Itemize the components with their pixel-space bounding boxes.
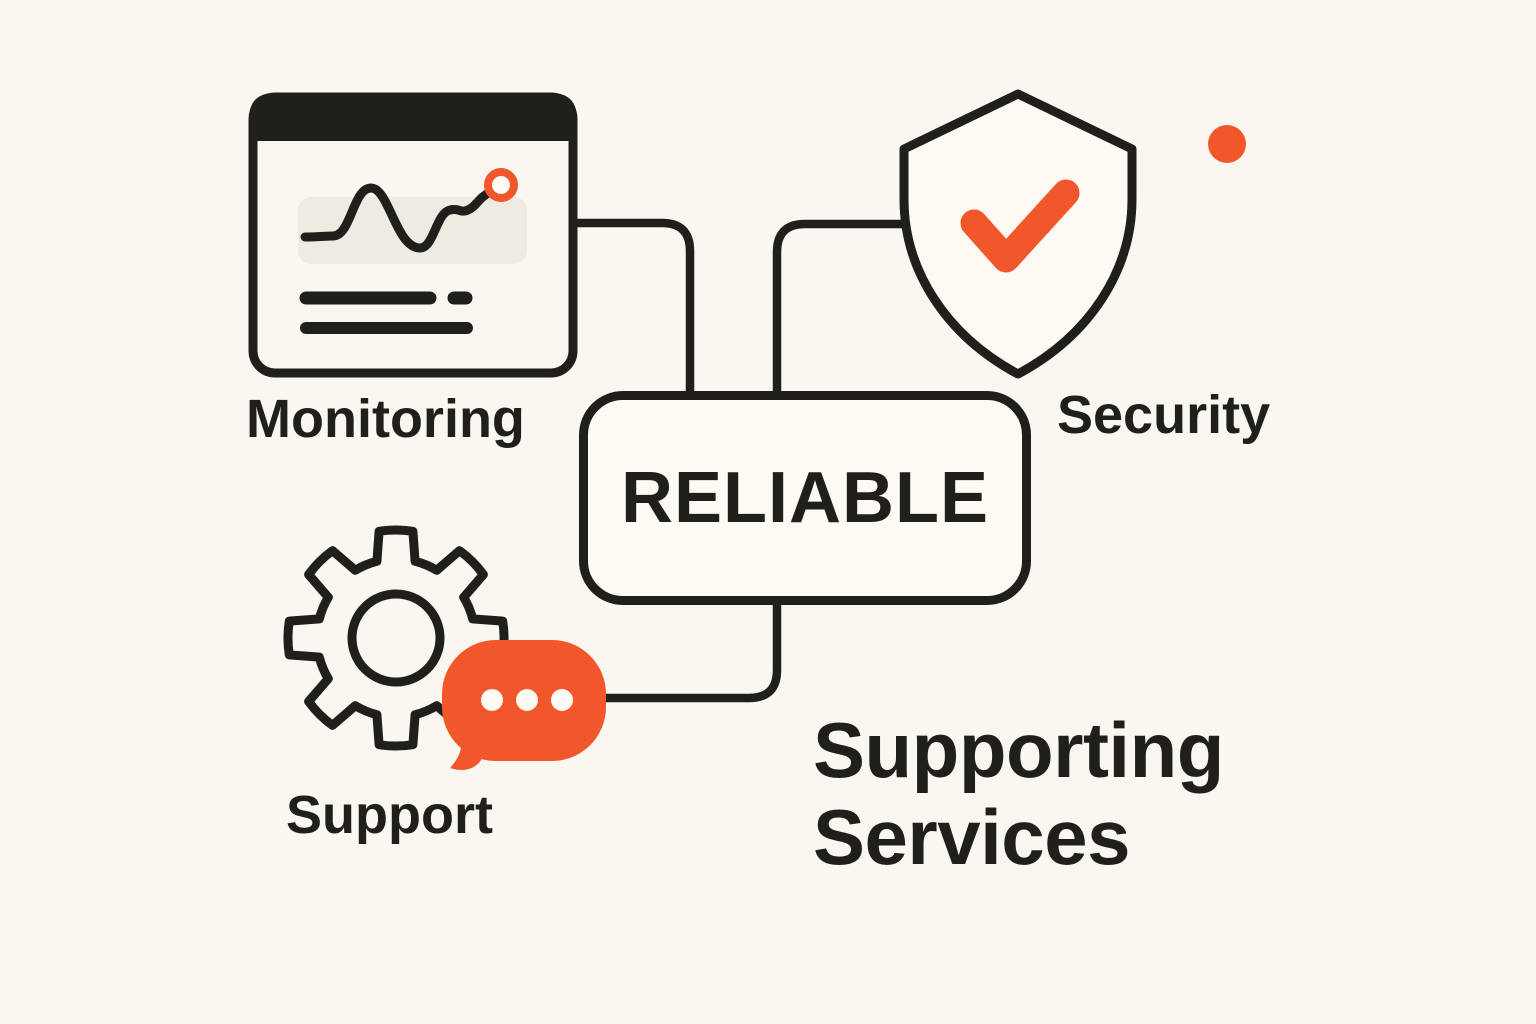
connector-security [772,219,909,403]
chat-bubble-icon [442,640,606,770]
typing-dot-3 [551,689,573,711]
label-monitoring: Monitoring [246,389,525,449]
label-support: Support [286,785,493,845]
chart-line [300,183,496,253]
connector-monitoring [569,218,695,403]
chart-endpoint-dot [484,168,518,202]
connector-support [601,595,782,703]
browser-title-bar [249,93,577,141]
reliable-label: RELIABLE [621,458,989,538]
label-security: Security [1057,385,1271,445]
chart-highlight-band [298,197,527,264]
typing-dot-2 [516,689,538,711]
typing-dot-1 [481,689,503,711]
reliable-node: RELIABLE [579,391,1031,605]
gear-hole [347,589,445,687]
chat-bubble-tail [450,734,486,770]
accent-dot [1208,125,1246,163]
page-title: Supporting Services [813,706,1224,882]
browser-analytics-icon [248,92,578,378]
typing-dots [481,689,573,711]
shield-check-icon [899,89,1137,379]
check-icon [960,179,1080,273]
